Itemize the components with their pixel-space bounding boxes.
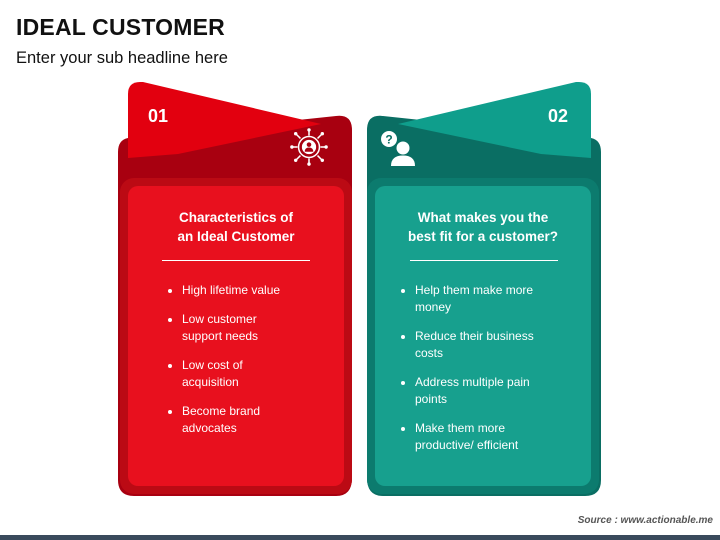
divider [162, 260, 310, 261]
card-shape [118, 82, 352, 497]
list-item-text: costs [415, 346, 444, 360]
card-characteristics: 01 Characteristics of an Ideal Customer [116, 78, 356, 498]
list-item-text: Help them make more [415, 283, 534, 297]
page-subtitle: Enter your sub headline here [16, 49, 228, 67]
divider [410, 260, 558, 261]
card-number: 02 [547, 106, 568, 126]
list-item: Low cost of acquisition [164, 357, 364, 391]
list-item-text: support needs [182, 329, 259, 343]
list-item-text: acquisition [182, 375, 239, 389]
card-heading-line: Characteristics of [178, 210, 294, 225]
card-heading-line: What makes you the [417, 210, 549, 225]
bullet-icon [401, 335, 405, 339]
list-item: Become brand advocates [164, 403, 364, 437]
target-customer-icon [290, 128, 328, 166]
list-item-text: advocates [182, 421, 237, 435]
list-item-text: money [415, 300, 452, 314]
bullet-list: Help them make more money Reduce their bu… [397, 282, 597, 466]
question-person-icon: ? [381, 131, 415, 166]
card-number: 01 [148, 106, 169, 126]
list-item-text: High lifetime value [182, 283, 281, 297]
svg-text:?: ? [385, 133, 392, 147]
card-heading-line: an Ideal Customer [177, 229, 295, 244]
list-item: Make them more productive/ efficient [397, 420, 597, 454]
list-item: Help them make more money [397, 282, 597, 316]
card-heading: What makes you the best fit for a custom… [363, 208, 603, 246]
bullet-icon [168, 318, 172, 322]
list-item: High lifetime value [164, 282, 364, 299]
card-heading: Characteristics of an Ideal Customer [116, 208, 356, 246]
bullet-icon [168, 410, 172, 414]
page-title: IDEAL CUSTOMER [16, 14, 225, 40]
list-item-text: Become brand [182, 404, 261, 418]
bullet-icon [401, 427, 405, 431]
list-item: Address multiple pain points [397, 374, 597, 408]
list-item-text: points [415, 392, 448, 406]
bullet-icon [401, 289, 405, 293]
card-best-fit: 02 ? What makes you the best fit for a c… [363, 78, 603, 498]
list-item: Reduce their business costs [397, 328, 597, 362]
bullet-icon [401, 381, 405, 385]
list-item: Low customer support needs [164, 311, 364, 345]
list-item-text: Address multiple pain [415, 375, 530, 389]
source-caption: Source : www.actionable.me [577, 515, 713, 526]
bullet-icon [168, 289, 172, 293]
bullet-list: High lifetime value Low customer support … [164, 282, 364, 449]
list-item-text: Low customer [182, 312, 257, 326]
bullet-icon [168, 364, 172, 368]
bottom-bar [0, 535, 720, 540]
card-heading-line: best fit for a customer? [407, 229, 559, 244]
card-shape [367, 82, 601, 497]
list-item-text: productive/ efficient [415, 438, 519, 452]
list-item-text: Reduce their business [415, 329, 534, 343]
list-item-text: Make them more [415, 421, 506, 435]
list-item-text: Low cost of [182, 358, 243, 372]
